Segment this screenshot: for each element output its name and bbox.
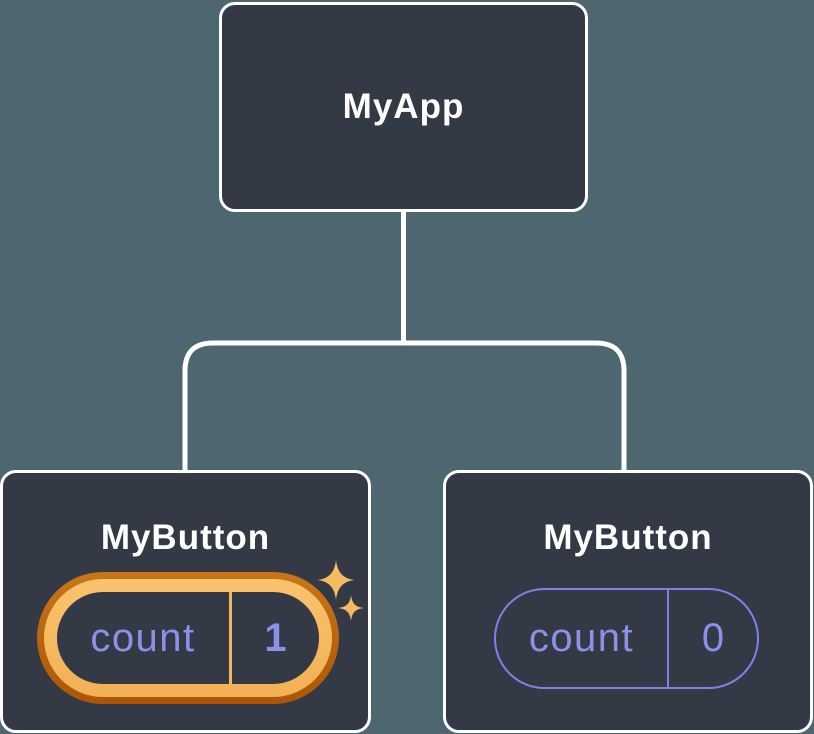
state-pill-highlighted: count 1 <box>37 572 339 704</box>
node-label: MyButton <box>543 518 713 557</box>
pill-divider <box>667 590 669 687</box>
pill-glow-band: count 1 <box>44 579 332 697</box>
node-mybutton-right: MyButton count 0 <box>443 470 813 733</box>
node-label: MyButton <box>100 518 271 557</box>
state-value: 1 <box>264 615 287 660</box>
pill-divider <box>229 592 232 684</box>
node-label: MyApp <box>342 87 465 126</box>
state-value: 0 <box>701 616 725 660</box>
node-mybutton-left: MyButton count 1 <box>0 470 371 733</box>
sparkle-large-icon <box>317 560 355 600</box>
state-key-label: count <box>90 615 196 660</box>
connector-branch <box>182 340 627 472</box>
state-key-label: count <box>528 616 635 660</box>
state-pill: count 1 <box>57 592 319 684</box>
state-pill: count 0 <box>494 588 759 689</box>
sparkles-icon <box>317 560 364 621</box>
sparkle-small-icon <box>338 595 364 621</box>
node-myapp: MyApp <box>219 2 588 212</box>
